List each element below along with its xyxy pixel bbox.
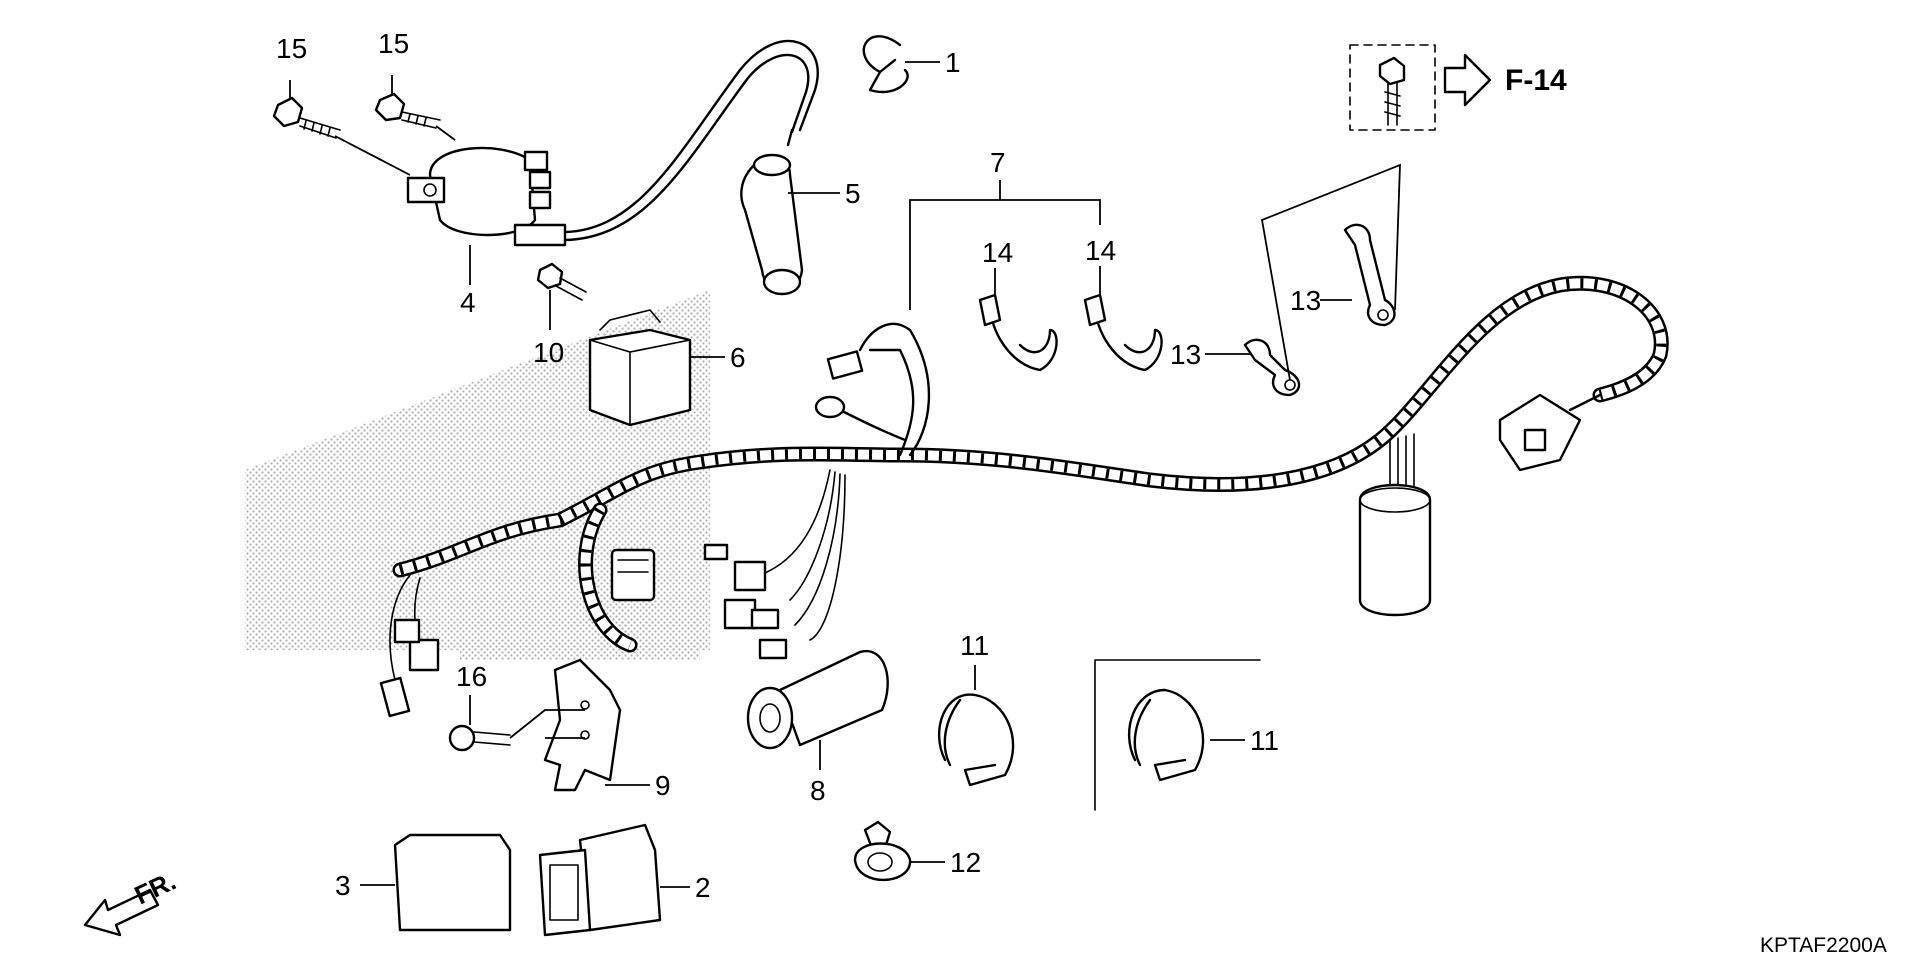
callout-3: 3	[335, 870, 351, 901]
callout-14b: 14	[1085, 235, 1116, 266]
callout-16: 16	[456, 661, 487, 692]
callout-14a: 14	[982, 237, 1013, 268]
part-13-stays: 13 13	[1170, 163, 1401, 397]
callout-9: 9	[655, 770, 671, 801]
callout-2: 2	[695, 872, 711, 903]
callout-15a: 15	[276, 33, 307, 64]
part-2-module-cover: 2	[538, 823, 711, 937]
callout-4: 4	[460, 287, 476, 318]
callout-5: 5	[845, 178, 861, 209]
callout-6: 6	[730, 342, 746, 373]
callout-10: 10	[533, 337, 564, 368]
part-12-clip: 12	[853, 820, 981, 882]
part-4-ignition-coil: 4	[406, 39, 819, 318]
part-11-bands: 11 11	[937, 630, 1279, 811]
callout-13b: 13	[1170, 339, 1201, 370]
f14-reference-box: F-14	[1349, 44, 1567, 131]
callout-13a: 13	[1290, 285, 1321, 316]
part-15-bolts: 15 15	[272, 28, 456, 176]
callout-8: 8	[810, 775, 826, 806]
callout-1: 1	[945, 47, 961, 78]
part-7-clamp-set: 7 14 14	[909, 147, 1163, 372]
part-5-spark-plug-cap: 5	[740, 153, 861, 296]
reference-f14: F-14	[1505, 64, 1567, 97]
part-9-bracket: 9	[509, 658, 671, 801]
part-6-relay: 6	[588, 309, 746, 427]
part-1-wire-clip: 1	[862, 35, 961, 94]
callout-12: 12	[950, 847, 981, 878]
part-10-bolt: 10	[533, 262, 587, 368]
part-16-bolt: 16	[448, 661, 511, 752]
callout-11b: 11	[1250, 725, 1279, 756]
callout-15b: 15	[378, 28, 409, 59]
part-3-module: 3	[335, 833, 512, 932]
main-wire-harness: 8	[379, 275, 1669, 806]
diagram-code: KPTAF2200A	[1760, 934, 1887, 957]
callout-11a: 11	[960, 630, 989, 661]
front-direction-arrow: FR.	[83, 866, 181, 937]
callout-7: 7	[990, 147, 1006, 178]
